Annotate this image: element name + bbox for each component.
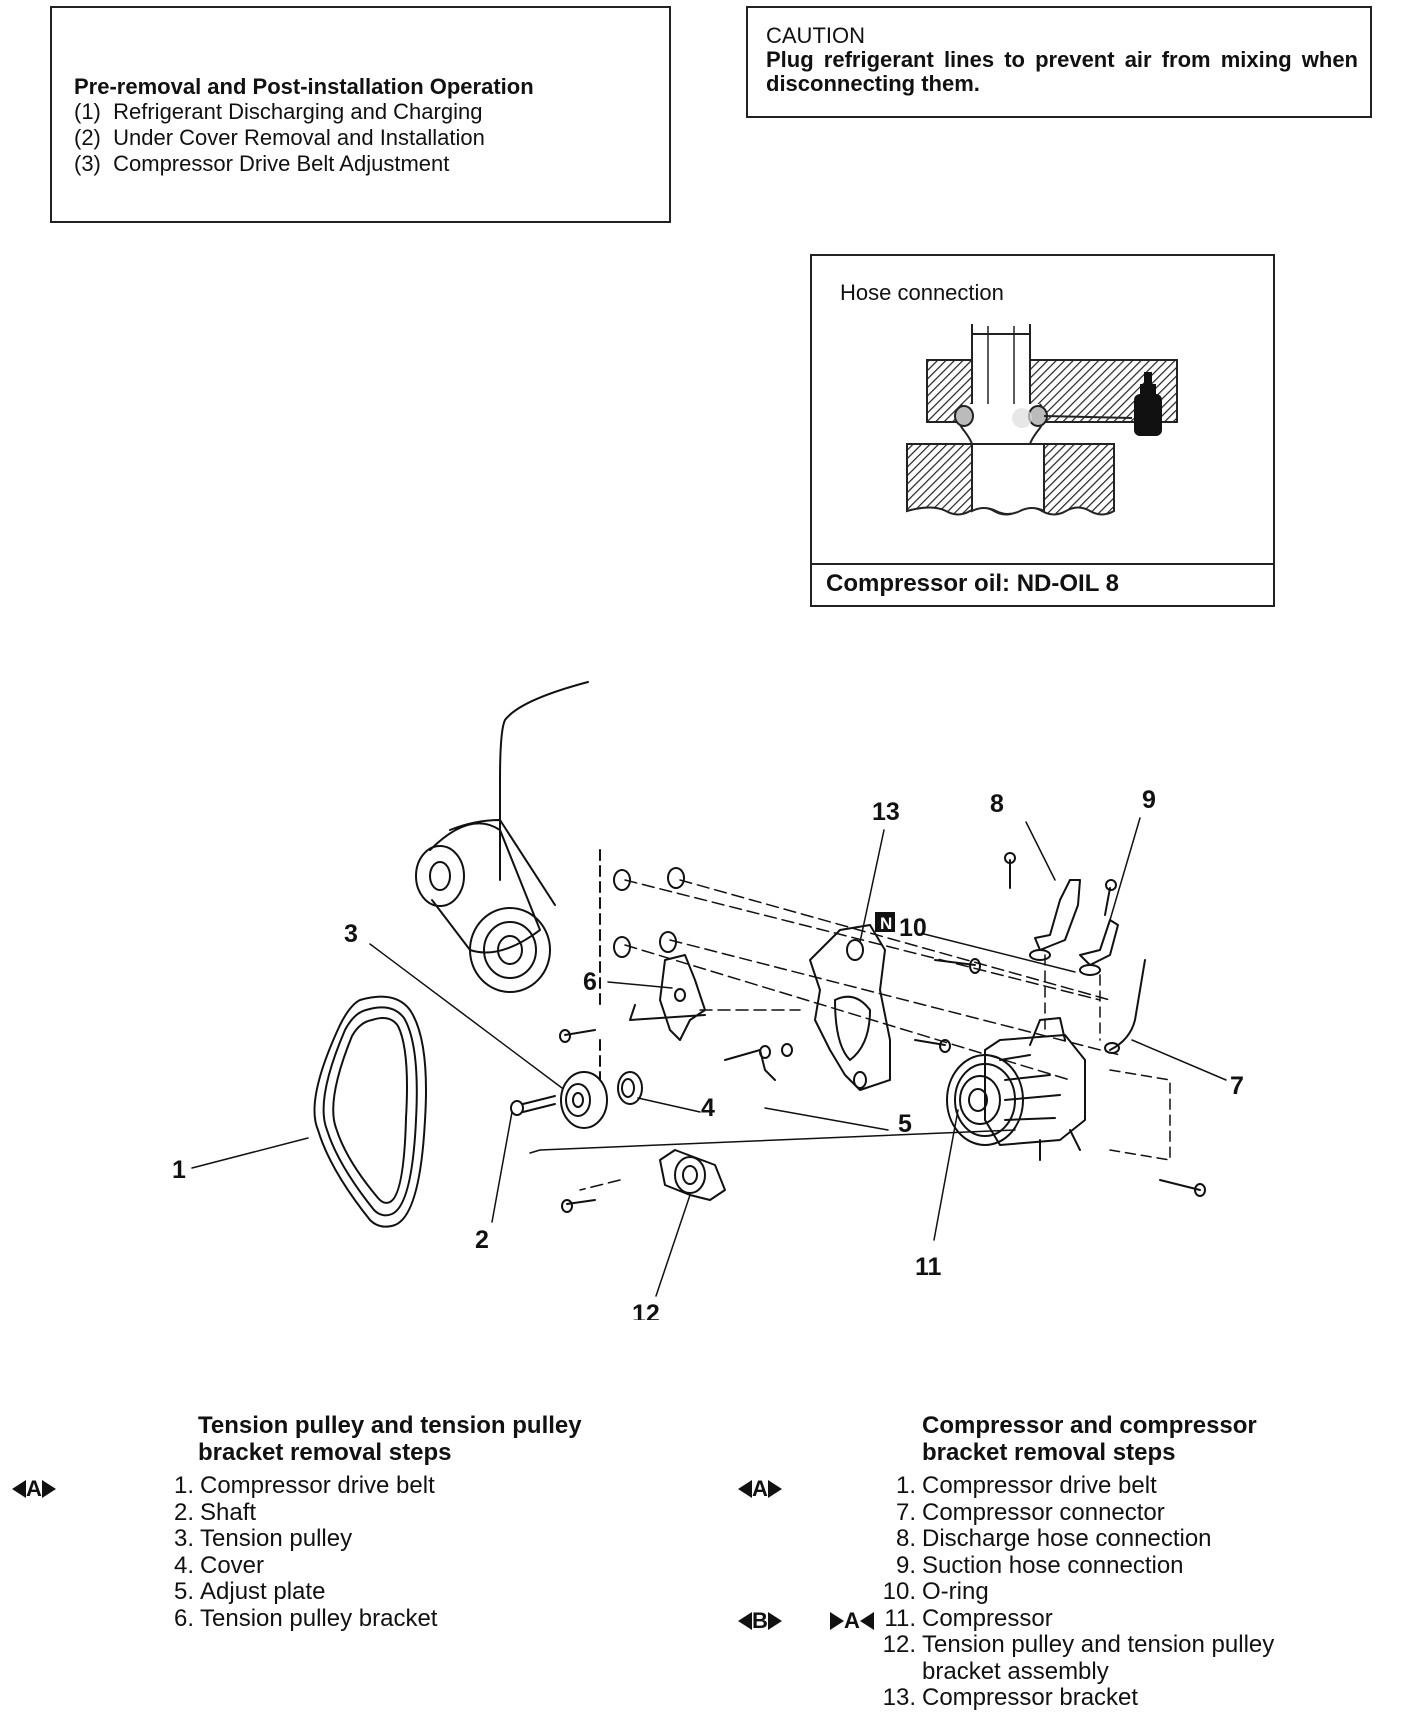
cover: [617, 1071, 643, 1105]
pre-removal-item: (2) Under Cover Removal and Installation: [74, 125, 485, 150]
list-item: 6.Tension pulley bracket: [173, 1604, 438, 1632]
hose-connection-box: Hose connection Compressor oil: ND-OIL 8: [810, 254, 1275, 607]
n-mark-icon: [875, 912, 895, 932]
service-point-a-label: A: [26, 1476, 42, 1501]
service-point-a-label: A: [752, 1476, 768, 1501]
compressor-guide-lines: [1044, 954, 1171, 1161]
pre-removal-item: (1) Refrigerant Discharging and Charging: [74, 99, 483, 124]
list-item: 4.Cover: [173, 1551, 265, 1579]
list-item: 1.Compressor drive belt: [173, 1472, 435, 1499]
hose-connection-label: Hose connection: [840, 280, 1004, 305]
list-item: 11.Compressor: [884, 1604, 1053, 1632]
arrow-left-icon: [738, 1612, 752, 1630]
left-steps-list: 1.Compressor drive belt 2.Shaft 3.Tensio…: [150, 1472, 438, 1632]
list-item: 1.Compressor drive belt: [895, 1472, 1157, 1499]
caution-box: CAUTION Plug refrigerant lines to preven…: [746, 6, 1372, 118]
callout-10: 10: [899, 914, 927, 942]
leader-lines: [191, 817, 1227, 1297]
connector-plug: [1104, 1042, 1120, 1054]
engine-outline: [499, 681, 589, 881]
arrow-right-icon: [767, 1612, 782, 1630]
list-item: 3.Tension pulley: [173, 1525, 353, 1552]
drive-belt: [313, 995, 427, 1228]
install-point-a-label: A: [844, 1608, 860, 1633]
pre-removal-box: Pre-removal and Post-installation Operat…: [50, 6, 671, 223]
arrow-left-icon: [12, 1480, 26, 1498]
list-item: 9.Suction hose connection: [895, 1551, 1184, 1579]
callout-1: 1: [172, 1156, 186, 1184]
engine-pulley: [415, 819, 556, 993]
compressor-connector: [1109, 959, 1146, 1051]
pre-removal-title: Pre-removal and Post-installation Operat…: [74, 74, 534, 99]
list-item: 5.Adjust plate: [173, 1578, 326, 1605]
list-item: 13.Compressor bracket: [882, 1684, 1139, 1711]
service-point-b-label: B: [752, 1608, 768, 1633]
list-item: 2.Shaft: [173, 1498, 257, 1526]
callout-12: 12: [632, 1300, 660, 1320]
engine-studs: [613, 867, 685, 958]
pre-removal-item: (3) Compressor Drive Belt Adjustment: [74, 151, 450, 176]
service-point-a-icon: A: [738, 1476, 782, 1502]
list-item: 12.Tension pulley and tension pulley: [882, 1631, 1275, 1658]
right-steps-title-line: Compressor and compressor: [922, 1412, 1257, 1439]
left-steps-title-line: Tension pulley and tension pulley: [198, 1412, 582, 1439]
service-point-b-icon: B: [738, 1608, 782, 1634]
compressor-body: [946, 1017, 1086, 1161]
callout-4: 4: [701, 1094, 715, 1122]
left-steps-title: Tension pulley and tension pulley bracke…: [198, 1412, 582, 1466]
callout-2: 2: [475, 1226, 489, 1254]
adjust-plate: [724, 1043, 793, 1081]
compressor-exploded-diagram: 1 2 3 4 5 6 7 8 9 10 11 12 13 N: [172, 681, 1244, 1320]
n-mark-label: N: [880, 914, 892, 933]
callout-8: 8: [990, 790, 1004, 818]
service-point-a-icon: A: [12, 1476, 56, 1502]
compressor-bracket: [809, 924, 891, 1091]
callout-11: 11: [915, 1253, 942, 1281]
arrow-right-icon: [41, 1480, 56, 1498]
discharge-hose: [1029, 879, 1081, 961]
right-steps-title-line: bracket removal steps: [922, 1439, 1176, 1466]
install-point-a-icon: A: [830, 1608, 874, 1634]
shaft-bolt: [510, 1095, 556, 1116]
right-steps-list: 1.Compressor drive belt 7.Compressor con…: [872, 1472, 1275, 1712]
hose-connection-illustration: [906, 324, 1178, 516]
compressor-oil-spec: Compressor oil: ND-OIL 8: [812, 563, 1273, 605]
callout-9: 9: [1142, 786, 1156, 814]
callout-7: 7: [1230, 1072, 1244, 1100]
callout-5: 5: [898, 1110, 912, 1138]
caution-text: Plug refrigerant lines to prevent air fr…: [766, 47, 1358, 96]
caution-title: CAUTION: [766, 23, 865, 48]
list-item: 10.O-ring: [882, 1578, 989, 1605]
list-item: 8.Discharge hose connection: [895, 1525, 1212, 1552]
left-steps-title-line: bracket removal steps: [198, 1439, 452, 1466]
callout-3: 3: [344, 920, 358, 948]
tension-pulley-bracket: [629, 954, 706, 1041]
arrow-right-icon: [767, 1480, 782, 1498]
arrow-right-icon: [830, 1612, 844, 1630]
tension-pulley: [560, 1071, 608, 1129]
arrow-left-icon: [738, 1480, 752, 1498]
suction-hose: [1079, 919, 1119, 976]
right-steps-title: Compressor and compressor bracket remova…: [922, 1412, 1257, 1466]
list-item: bracket assembly: [922, 1657, 1109, 1685]
list-item: 7.Compressor connector: [895, 1498, 1165, 1526]
callout-13: 13: [872, 798, 900, 826]
arrow-left-icon: [859, 1612, 874, 1630]
callout-6: 6: [583, 968, 597, 996]
small-bolts: [559, 852, 1206, 1213]
tension-pulley-assembly: [659, 1149, 726, 1201]
